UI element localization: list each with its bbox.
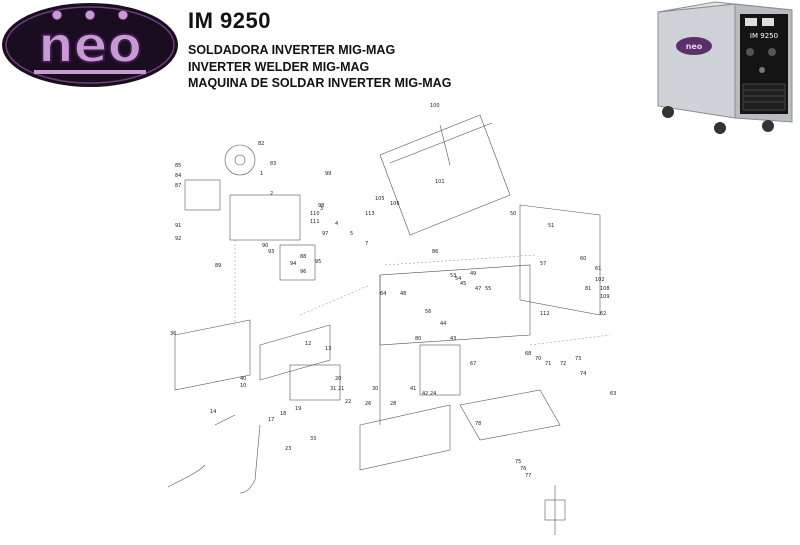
- part-label: 108: [600, 286, 610, 292]
- part-label: 60: [580, 256, 586, 262]
- part-label: 47: [475, 286, 481, 292]
- title-pt: MAQUINA DE SOLDAR INVERTER MIG-MAG: [188, 76, 452, 90]
- part-label: 13: [325, 346, 331, 352]
- part-label: 57: [540, 261, 546, 267]
- part-label: 96: [300, 269, 306, 275]
- part-label: 97: [322, 231, 328, 237]
- exploded-parts-diagram: 1 2 3 4 5 7 10 12 13 14 17 18 19 20 21 2…: [167, 103, 616, 535]
- title-block: IM 9250 SOLDADORA INVERTER MIG-MAG INVER…: [188, 8, 451, 92]
- part-label: 12: [305, 341, 311, 347]
- part-label: 31: [330, 386, 336, 392]
- machine-photo: IM 9250 neo: [657, 1, 793, 134]
- part-label: 110: [310, 211, 320, 217]
- part-label: 72: [560, 361, 566, 367]
- part-label: 56: [425, 309, 431, 315]
- part-label: 93: [268, 249, 274, 255]
- part-label: 74: [580, 371, 586, 377]
- part-label: 102: [595, 277, 605, 283]
- part-label: 36: [170, 331, 176, 337]
- part-label: 53: [450, 273, 456, 279]
- part-label: 14: [210, 409, 216, 415]
- part-label: 30: [372, 386, 378, 392]
- part-label: 43: [450, 336, 456, 342]
- part-label: 68: [525, 351, 531, 357]
- part-label: 48: [400, 291, 406, 297]
- part-label: 100: [430, 103, 440, 109]
- part-label: 111: [310, 219, 320, 225]
- part-label: 73: [575, 356, 581, 362]
- part-label: 101: [435, 179, 445, 185]
- part-label: 63: [610, 391, 616, 397]
- part-label: 22: [345, 399, 351, 405]
- part-label: 98: [318, 203, 324, 209]
- part-label: 75: [515, 459, 521, 465]
- title-es: SOLDADORA INVERTER MIG-MAG: [188, 43, 396, 57]
- part-label: 76: [520, 466, 526, 472]
- part-label: 89: [215, 263, 221, 269]
- part-labels: 1 2 3 4 5 7 10 12 13 14 17 18 19 20 21 2…: [170, 103, 616, 479]
- part-label: 17: [268, 417, 274, 423]
- part-label: 54: [455, 276, 461, 282]
- part-label: 2: [270, 191, 273, 197]
- part-label: 20: [335, 376, 341, 382]
- part-label: 41: [410, 386, 416, 392]
- part-label: 45: [460, 281, 466, 287]
- part-label: 5: [350, 231, 353, 237]
- part-label: 91: [175, 223, 181, 229]
- part-label: 84: [175, 173, 181, 179]
- part-label: 62: [600, 311, 606, 317]
- part-label: 94: [290, 261, 296, 267]
- part-label: 99: [325, 171, 331, 177]
- model-number: IM 9250: [188, 8, 271, 33]
- part-label: 23: [285, 446, 291, 452]
- part-label: 49: [470, 271, 476, 277]
- part-label: 3: [320, 206, 323, 212]
- part-label: 80: [415, 336, 421, 342]
- part-label: 55: [485, 286, 491, 292]
- part-label: 64: [380, 291, 386, 297]
- part-label: 10: [240, 383, 246, 389]
- part-label: 86: [432, 249, 438, 255]
- part-label: 67: [470, 361, 476, 367]
- part-label: 51: [548, 223, 554, 229]
- part-label: 83: [270, 161, 276, 167]
- part-label: 109: [600, 294, 610, 300]
- title-en: INVERTER WELDER MIG-MAG: [188, 59, 370, 74]
- part-label: 1: [260, 171, 263, 177]
- machine-panel-label: IM 9250: [750, 32, 778, 40]
- part-label: 71: [545, 361, 551, 367]
- part-label: 44: [440, 321, 446, 327]
- part-label: 70: [535, 356, 541, 362]
- part-label: 40: [240, 376, 246, 382]
- part-label: 85: [175, 163, 181, 169]
- part-label: 112: [540, 311, 550, 317]
- part-label: 33: [310, 436, 316, 442]
- part-label: 7: [365, 241, 368, 247]
- part-label: 19: [295, 406, 301, 412]
- part-label: 88: [300, 254, 306, 260]
- part-label: 21: [338, 386, 344, 392]
- part-label: 26: [365, 401, 371, 407]
- part-label: 105: [375, 196, 385, 202]
- part-label: 81: [585, 286, 591, 292]
- part-label: 18: [280, 411, 286, 417]
- part-label: 113: [365, 211, 375, 217]
- logo-wordmark: neo: [38, 16, 142, 74]
- part-label: 92: [175, 236, 181, 242]
- part-label: 28: [390, 401, 396, 407]
- part-label: 24: [430, 391, 436, 397]
- part-label: 87: [175, 183, 181, 189]
- part-label: 78: [475, 421, 481, 427]
- part-label: 90: [262, 243, 268, 249]
- part-label: 106: [390, 201, 400, 207]
- neo-logo: neo: [2, 3, 178, 87]
- part-label: 42: [422, 391, 428, 397]
- part-label: 95: [315, 259, 321, 265]
- part-label: 50: [510, 211, 516, 217]
- part-label: 82: [258, 141, 264, 147]
- part-label: 61: [595, 266, 601, 272]
- machine-logo: neo: [686, 42, 703, 51]
- part-label: 77: [525, 473, 531, 479]
- part-label: 4: [335, 221, 338, 227]
